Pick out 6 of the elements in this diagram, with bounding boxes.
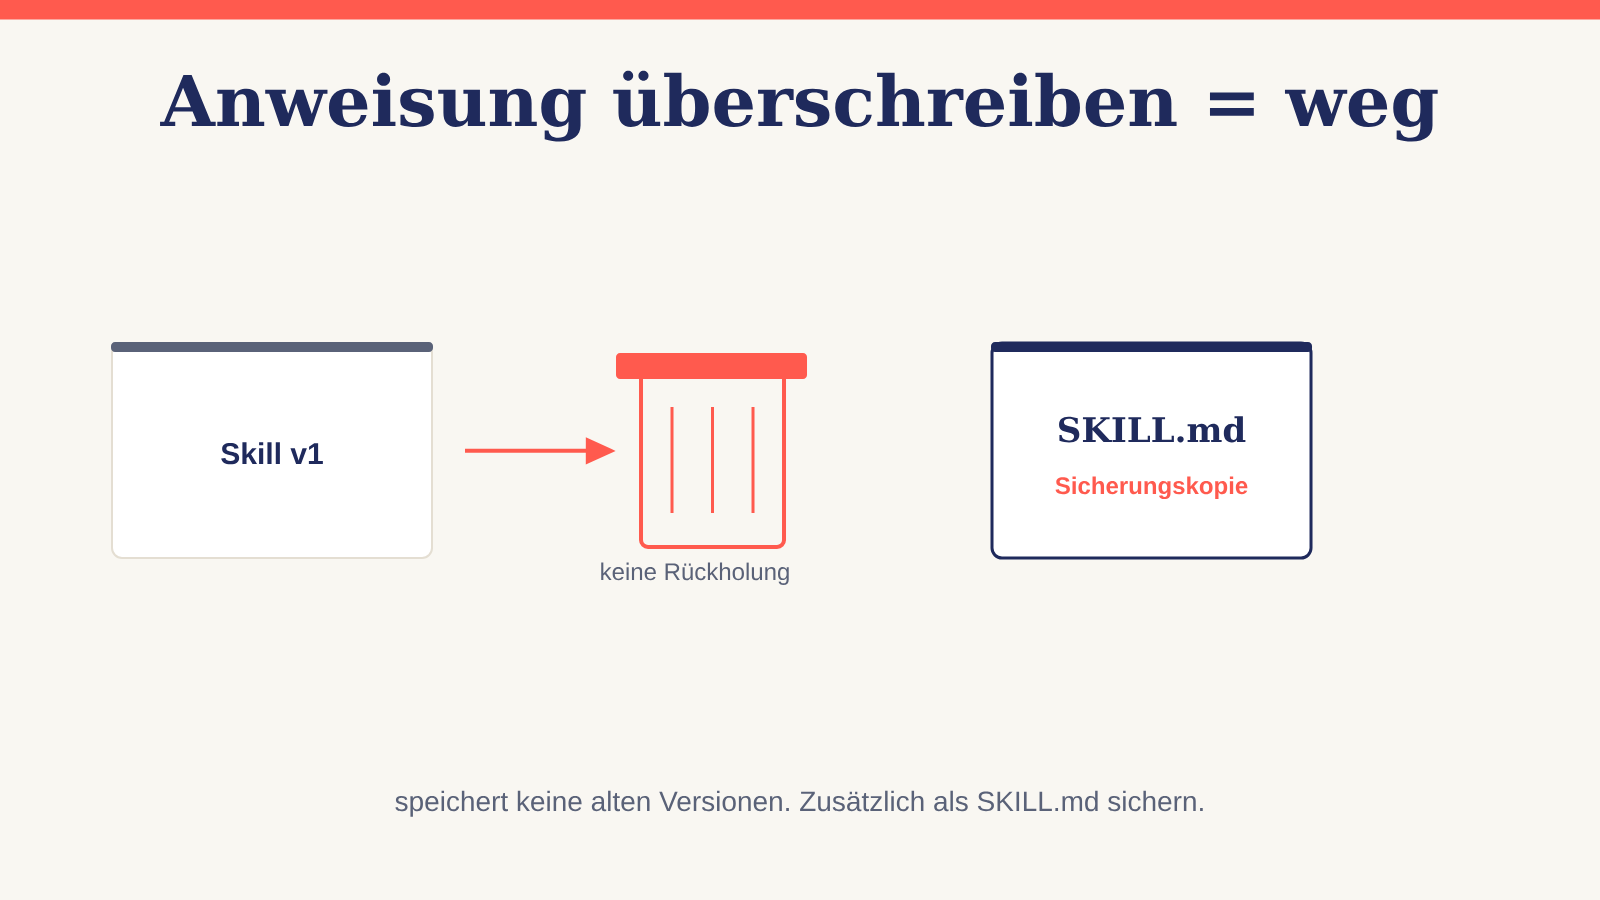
card-subtitle: Sicherungskopie: [1055, 476, 1248, 500]
caption: speichert keine alten Versionen. Zusätzlich als SKILL.md sichern.: [395, 790, 1203, 817]
title: Anweisung überschreiben = weg: [160, 70, 1438, 142]
icon-caption: keine Rückholung: [601, 562, 789, 585]
card: Skill v1: [111, 342, 433, 559]
card-title: SKILL.md: [1059, 416, 1246, 443]
